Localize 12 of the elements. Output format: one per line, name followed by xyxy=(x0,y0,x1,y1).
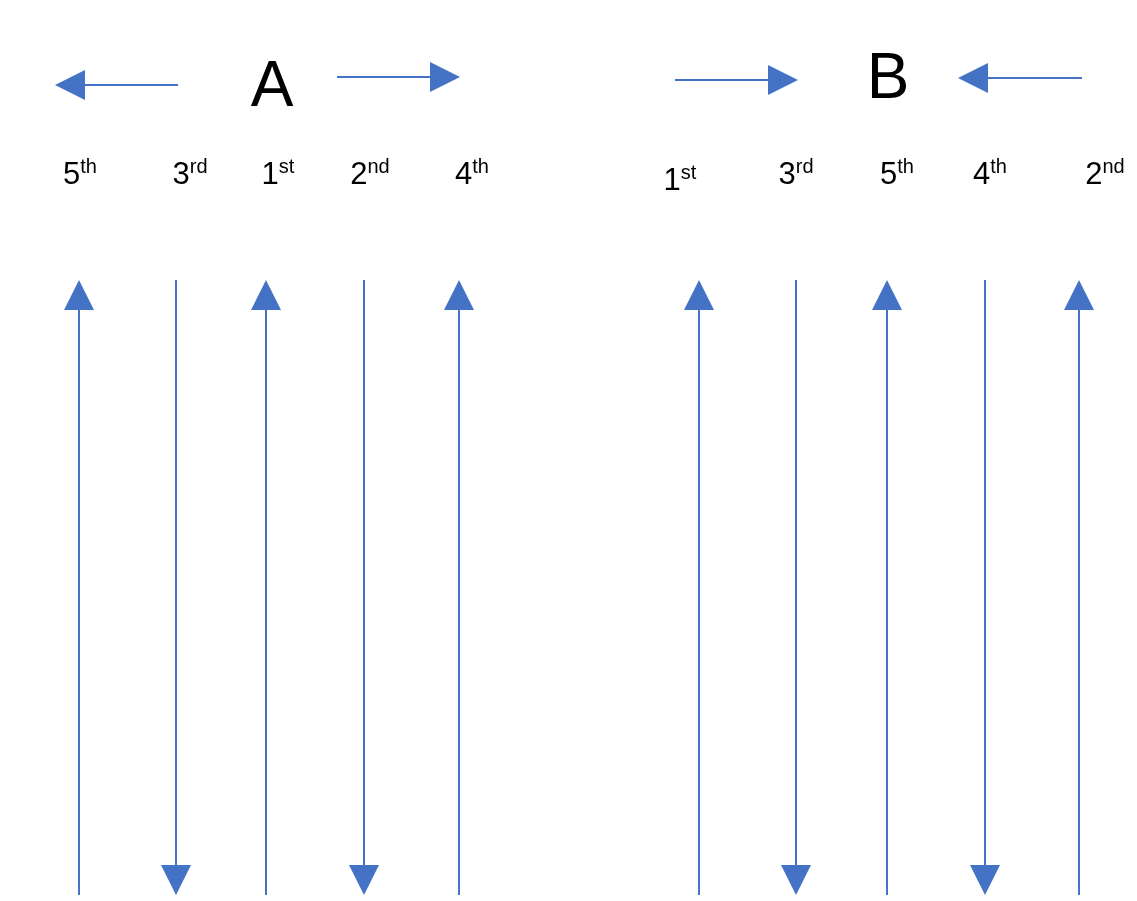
order-label: 4$^{th}$ xyxy=(455,158,489,189)
order-label: 5$^{th}$ xyxy=(63,158,97,189)
order-label: 4$^{th}$ xyxy=(973,158,1007,189)
order-label: 2$^{nd}$ xyxy=(350,158,390,189)
order-label: 2$^{nd}$ xyxy=(1085,158,1125,189)
order-label: 3$^{rd}$ xyxy=(172,158,208,189)
order-label: 1$^{st}$ xyxy=(663,164,697,195)
order-label: 5$^{th}$ xyxy=(880,158,914,189)
order-label: 3$^{rd}$ xyxy=(778,158,814,189)
group-label: A xyxy=(250,52,294,116)
order-label: 1$^{st}$ xyxy=(261,158,295,189)
group-label: B xyxy=(866,44,910,108)
